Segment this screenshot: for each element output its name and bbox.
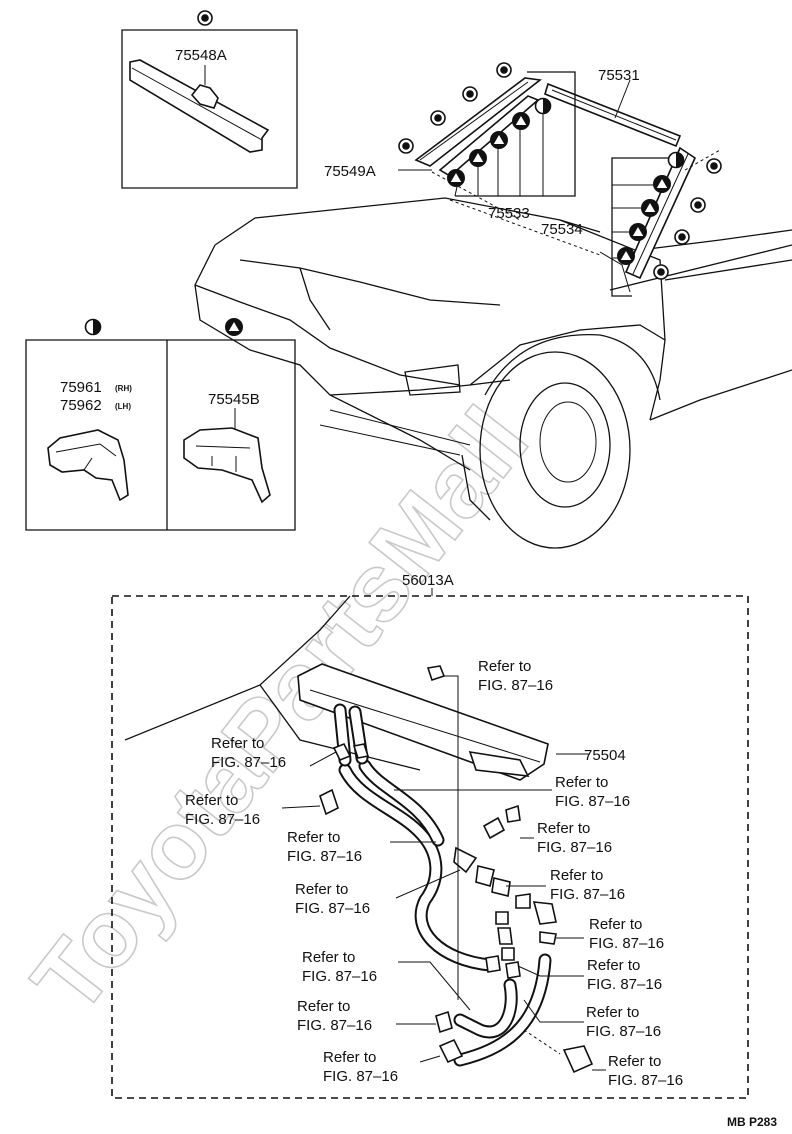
bullseye-icon: [690, 197, 706, 213]
bullseye-icon: [496, 62, 512, 78]
half-circle-icon: [84, 318, 102, 336]
bullseye-icon: [674, 229, 690, 245]
bullseye-icon: [197, 10, 213, 26]
bullseye-icon: [462, 86, 478, 102]
car-body-outline: [194, 197, 792, 549]
bullseye-icon: [653, 264, 669, 280]
windshield-moldings: 75531 75549A 75533 75534: [324, 62, 722, 297]
half-circle-icon: [667, 151, 685, 169]
triangle-in-circle-icon: [641, 199, 659, 217]
part-number-75548a[interactable]: 75548A: [175, 47, 227, 64]
part-number-75549a[interactable]: 75549A: [324, 163, 376, 180]
triangle-in-circle-icon: [512, 112, 530, 130]
bullseye-icon: [706, 158, 722, 174]
part-number-75962[interactable]: 75962: [60, 397, 102, 414]
bullseye-icon: [398, 138, 414, 154]
triangle-in-circle-icon: [447, 169, 465, 187]
watermark: ToyotaPartsMall: [12, 388, 548, 1033]
triangle-in-circle-icon: [617, 247, 635, 265]
half-circle-icon: [534, 97, 552, 115]
part-number-75961[interactable]: 75961: [60, 379, 102, 396]
figure-code: MB P283: [727, 1115, 777, 1129]
part-number-75545b[interactable]: 75545B: [208, 391, 260, 408]
triangle-in-circle-icon: [629, 223, 647, 241]
triangle-in-circle-icon: [469, 149, 487, 167]
inset-box-clips: 75961 (RH) 75962 (LH) 75545B: [25, 318, 296, 531]
side-rh: (RH): [115, 384, 132, 393]
side-lh: (LH): [115, 402, 131, 411]
part-number-75534[interactable]: 75534: [541, 221, 583, 238]
triangle-in-circle-icon: [225, 318, 243, 336]
part-number-56013a[interactable]: 56013A: [402, 572, 454, 589]
triangle-in-circle-icon: [490, 131, 508, 149]
washer-assembly-box: 56013A 75504: [111, 572, 749, 1099]
part-number-75504[interactable]: 75504: [584, 747, 626, 764]
part-number-75533[interactable]: 75533: [488, 205, 530, 222]
part-number-75531[interactable]: 75531: [598, 67, 640, 84]
inset-box-75548a: 75548A: [121, 10, 298, 189]
bullseye-icon: [430, 110, 446, 126]
triangle-in-circle-icon: [653, 175, 671, 193]
